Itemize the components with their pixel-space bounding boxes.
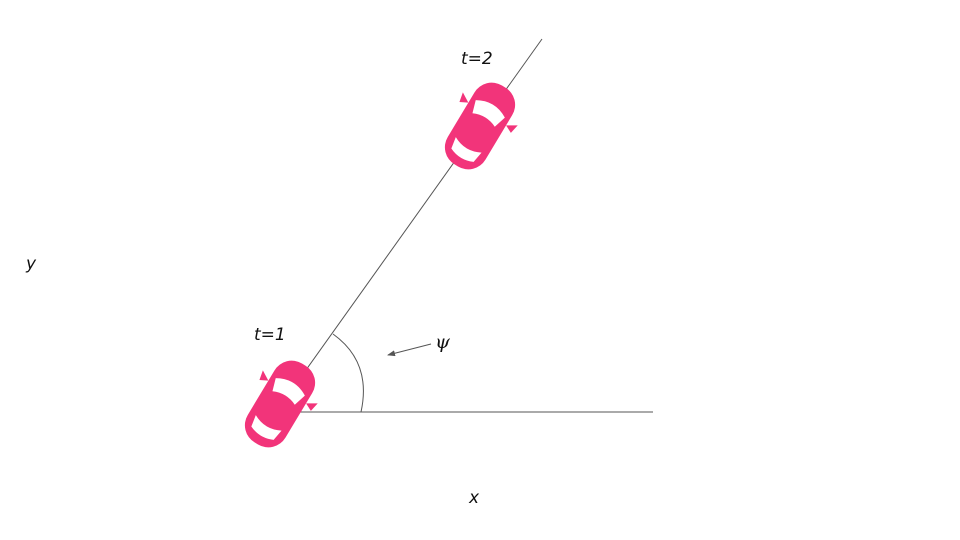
- y-axis-label: y: [26, 254, 37, 274]
- angle-label-psi: ψ: [435, 331, 450, 353]
- x-axis-label: x: [469, 488, 480, 508]
- time-label-t2: t=2: [461, 49, 493, 69]
- car-icon: [428, 70, 532, 182]
- time-label-t1: t=1: [254, 325, 286, 345]
- angle-arrow: [387, 343, 432, 357]
- angle-arc: [332, 333, 364, 413]
- car-icon: [228, 348, 332, 460]
